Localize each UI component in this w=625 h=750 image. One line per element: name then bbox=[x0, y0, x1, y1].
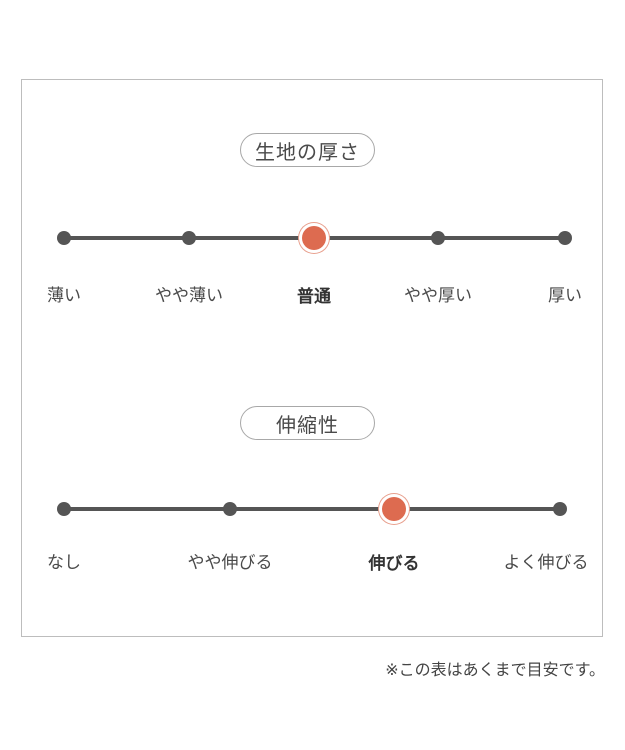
disclaimer-note: ※この表はあくまで目安です。 bbox=[385, 660, 605, 679]
thickness-dot-1 bbox=[182, 231, 196, 245]
thickness-title-text: 生地の厚さ bbox=[255, 139, 360, 164]
stretch-label-3: よく伸びる bbox=[503, 553, 589, 573]
fabric-info-panel bbox=[21, 79, 603, 637]
thickness-dot-3 bbox=[431, 231, 445, 245]
stretch-label-1: やや伸びる bbox=[187, 553, 273, 573]
stretch-dot-3 bbox=[553, 502, 567, 516]
thickness-label-1: やや薄い bbox=[155, 286, 223, 306]
thickness-label-0: 薄い bbox=[47, 286, 81, 306]
thickness-title: 生地の厚さ bbox=[240, 133, 375, 167]
stretch-label-2-selected: 伸びる bbox=[368, 554, 420, 574]
stretch-label-0: なし bbox=[47, 553, 81, 573]
stretch-dot-2-selected bbox=[382, 497, 406, 521]
stretch-dot-0 bbox=[57, 502, 71, 516]
thickness-dot-0 bbox=[57, 231, 71, 245]
stretch-scale-line bbox=[64, 507, 560, 511]
stretch-dot-1 bbox=[223, 502, 237, 516]
thickness-label-2-selected: 普通 bbox=[297, 287, 331, 307]
stretch-title-text: 伸縮性 bbox=[276, 412, 339, 437]
stretch-title: 伸縮性 bbox=[240, 406, 375, 440]
thickness-dot-2-selected bbox=[302, 226, 326, 250]
thickness-dot-4 bbox=[558, 231, 572, 245]
thickness-label-3: やや厚い bbox=[404, 286, 472, 306]
thickness-label-4: 厚い bbox=[548, 286, 582, 306]
